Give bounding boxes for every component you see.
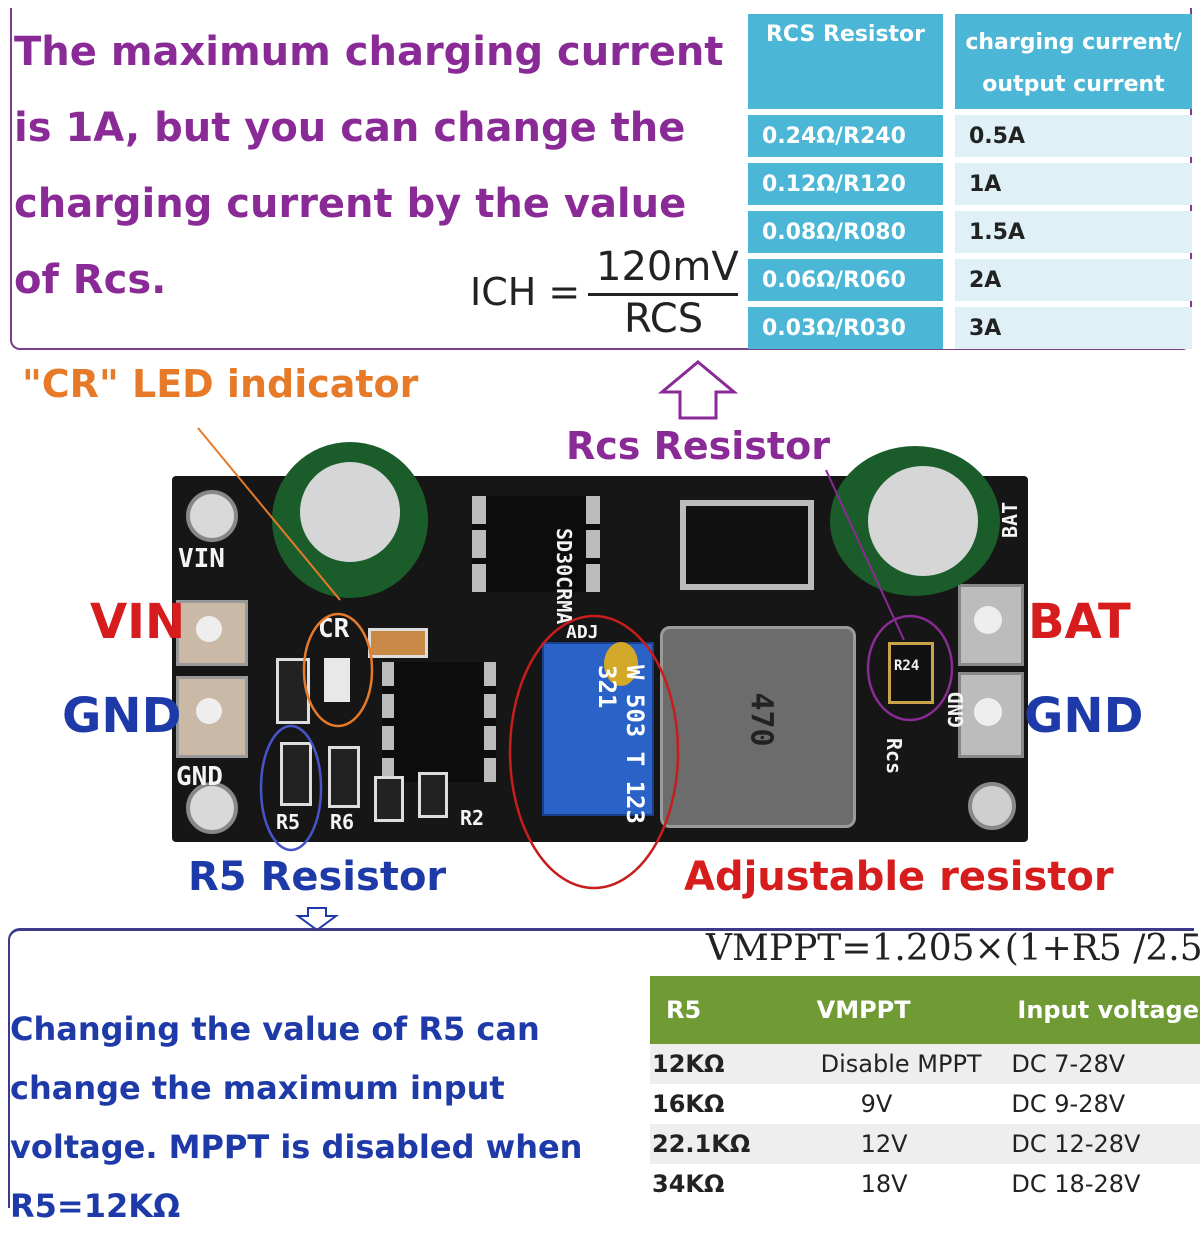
bat-label: BAT	[1028, 594, 1131, 650]
r5-resistor	[280, 742, 312, 806]
adjustable-resistor-label: Adjustable resistor	[684, 854, 1114, 900]
mppt-header-vmppt: VMPPT	[800, 976, 1002, 1044]
current-cell: 3A	[955, 307, 1192, 349]
formula-numerator: 120mV	[596, 244, 739, 290]
rcs-header-current: charging current/ output current	[955, 14, 1192, 109]
silk-r6: R6	[330, 810, 355, 834]
terminal-gnd	[176, 676, 248, 758]
formula-denominator: RCS	[624, 296, 704, 342]
input-cell: DC 12-28V	[1001, 1124, 1200, 1164]
cr-pointer-line	[197, 427, 341, 601]
vmppt-cell: 9V	[800, 1084, 1002, 1124]
mppt-description: Changing the value of R5 can change the …	[10, 1010, 583, 1225]
potentiometer-knob[interactable]	[604, 642, 638, 686]
terminal-screw	[974, 698, 1002, 726]
rcs-header-resistor: RCS Resistor	[748, 14, 943, 109]
rcs-cell: 0.03Ω/R030	[748, 307, 943, 349]
input-cell: DC 7-28V	[1001, 1044, 1200, 1084]
terminal-screw	[196, 698, 222, 724]
vmppt-cell: 18V	[800, 1164, 1002, 1204]
input-cell: DC 18-28V	[1001, 1164, 1200, 1204]
r6-resistor	[328, 746, 360, 808]
current-cell: 2A	[955, 259, 1192, 301]
r5-cell: 34KΩ	[650, 1164, 801, 1204]
cr-highlight	[302, 612, 374, 728]
rcs-table-header: RCS Resistor charging current/ output cu…	[748, 14, 1192, 109]
gnd-left-label: GND	[62, 688, 182, 744]
current-cell: 1.5A	[955, 211, 1192, 253]
cr-led	[324, 658, 350, 702]
silk-adj: ADJ	[566, 622, 599, 643]
current-cell: 0.5A	[955, 115, 1192, 157]
capacitor-right-top	[868, 466, 978, 576]
capacitor-left-top	[300, 462, 400, 562]
rcs-resistor	[888, 642, 934, 704]
r5-cell: 16KΩ	[650, 1084, 801, 1124]
rcs-cell: 0.12Ω/R120	[748, 163, 943, 205]
gnd-right-label: GND	[1024, 688, 1144, 744]
table-row: 0.24Ω/R240 0.5A	[748, 115, 1192, 157]
rcs-pointer-line	[825, 469, 905, 641]
cr-led-label: "CR" LED indicator	[22, 362, 419, 406]
smd-capacitor	[368, 628, 428, 658]
rcs-cell: 0.08Ω/R080	[748, 211, 943, 253]
mppt-header-r5: R5	[650, 976, 801, 1044]
bottom-panel	[8, 928, 1194, 1208]
mosfet-chip	[382, 662, 496, 782]
silk-vin: VIN	[178, 544, 225, 574]
rcs-resistor-code: R24	[894, 658, 920, 674]
arrow-up-icon	[657, 360, 739, 420]
rcs-resistor-label: Rcs Resistor	[566, 424, 830, 468]
terminal-screw	[196, 616, 222, 642]
mppt-formula: VMPPT=1.205×(1+R5 /2.5)	[706, 928, 1200, 969]
smd-resistor	[418, 772, 448, 818]
diode	[680, 500, 814, 590]
table-row: 0.08Ω/R080 1.5A	[748, 211, 1192, 253]
mppt-table-header: R5 VMPPT Input voltage	[650, 976, 1200, 1044]
arrow-down-icon	[294, 907, 340, 932]
table-row: 0.03Ω/R030 3A	[748, 307, 1192, 349]
r5-cell: 22.1KΩ	[650, 1124, 801, 1164]
adjustable-highlight	[508, 614, 680, 890]
mounting-hole	[968, 782, 1016, 830]
mppt-header-input: Input voltage	[1001, 976, 1200, 1044]
vmppt-cell: Disable MPPT	[800, 1044, 1002, 1084]
r5-resistor-label: R5 Resistor	[188, 854, 447, 900]
silk-r2: R2	[460, 806, 485, 830]
inductor	[660, 626, 856, 828]
rcs-cell: 0.06Ω/R060	[748, 259, 943, 301]
rcs-highlight	[866, 614, 954, 722]
mounting-hole	[186, 490, 238, 542]
controller-chip	[472, 496, 600, 592]
terminal-bat	[958, 584, 1024, 666]
current-cell: 1A	[955, 163, 1192, 205]
rcs-header-gap	[943, 14, 955, 109]
mounting-hole	[186, 782, 238, 834]
terminal-screw	[974, 606, 1002, 634]
smd-resistor	[374, 776, 404, 822]
formula-fraction-bar	[588, 293, 738, 296]
table-row: 0.06Ω/R060 2A	[748, 259, 1192, 301]
vin-label: VIN	[90, 594, 186, 650]
rcs-cell: 0.24Ω/R240	[748, 115, 943, 157]
r5-highlight	[259, 724, 323, 852]
silk-gnd: GND	[176, 762, 223, 792]
table-row: 0.12Ω/R120 1A	[748, 163, 1192, 205]
pcb-board: 470 W 503 T 123 321 R24 VIN GND CR R5 R6…	[172, 442, 1028, 842]
rcs-table: RCS Resistor charging current/ output cu…	[748, 8, 1192, 355]
annotation-overlay	[197, 360, 954, 932]
silk-r5: R5	[276, 810, 301, 834]
vmppt-cell: 12V	[800, 1124, 1002, 1164]
formula-lhs: ICH =	[470, 270, 581, 314]
input-cell: DC 9-28V	[1001, 1084, 1200, 1124]
r5-cell: 12KΩ	[650, 1044, 801, 1084]
intro-text: The maximum charging current is 1A, but …	[14, 29, 724, 303]
